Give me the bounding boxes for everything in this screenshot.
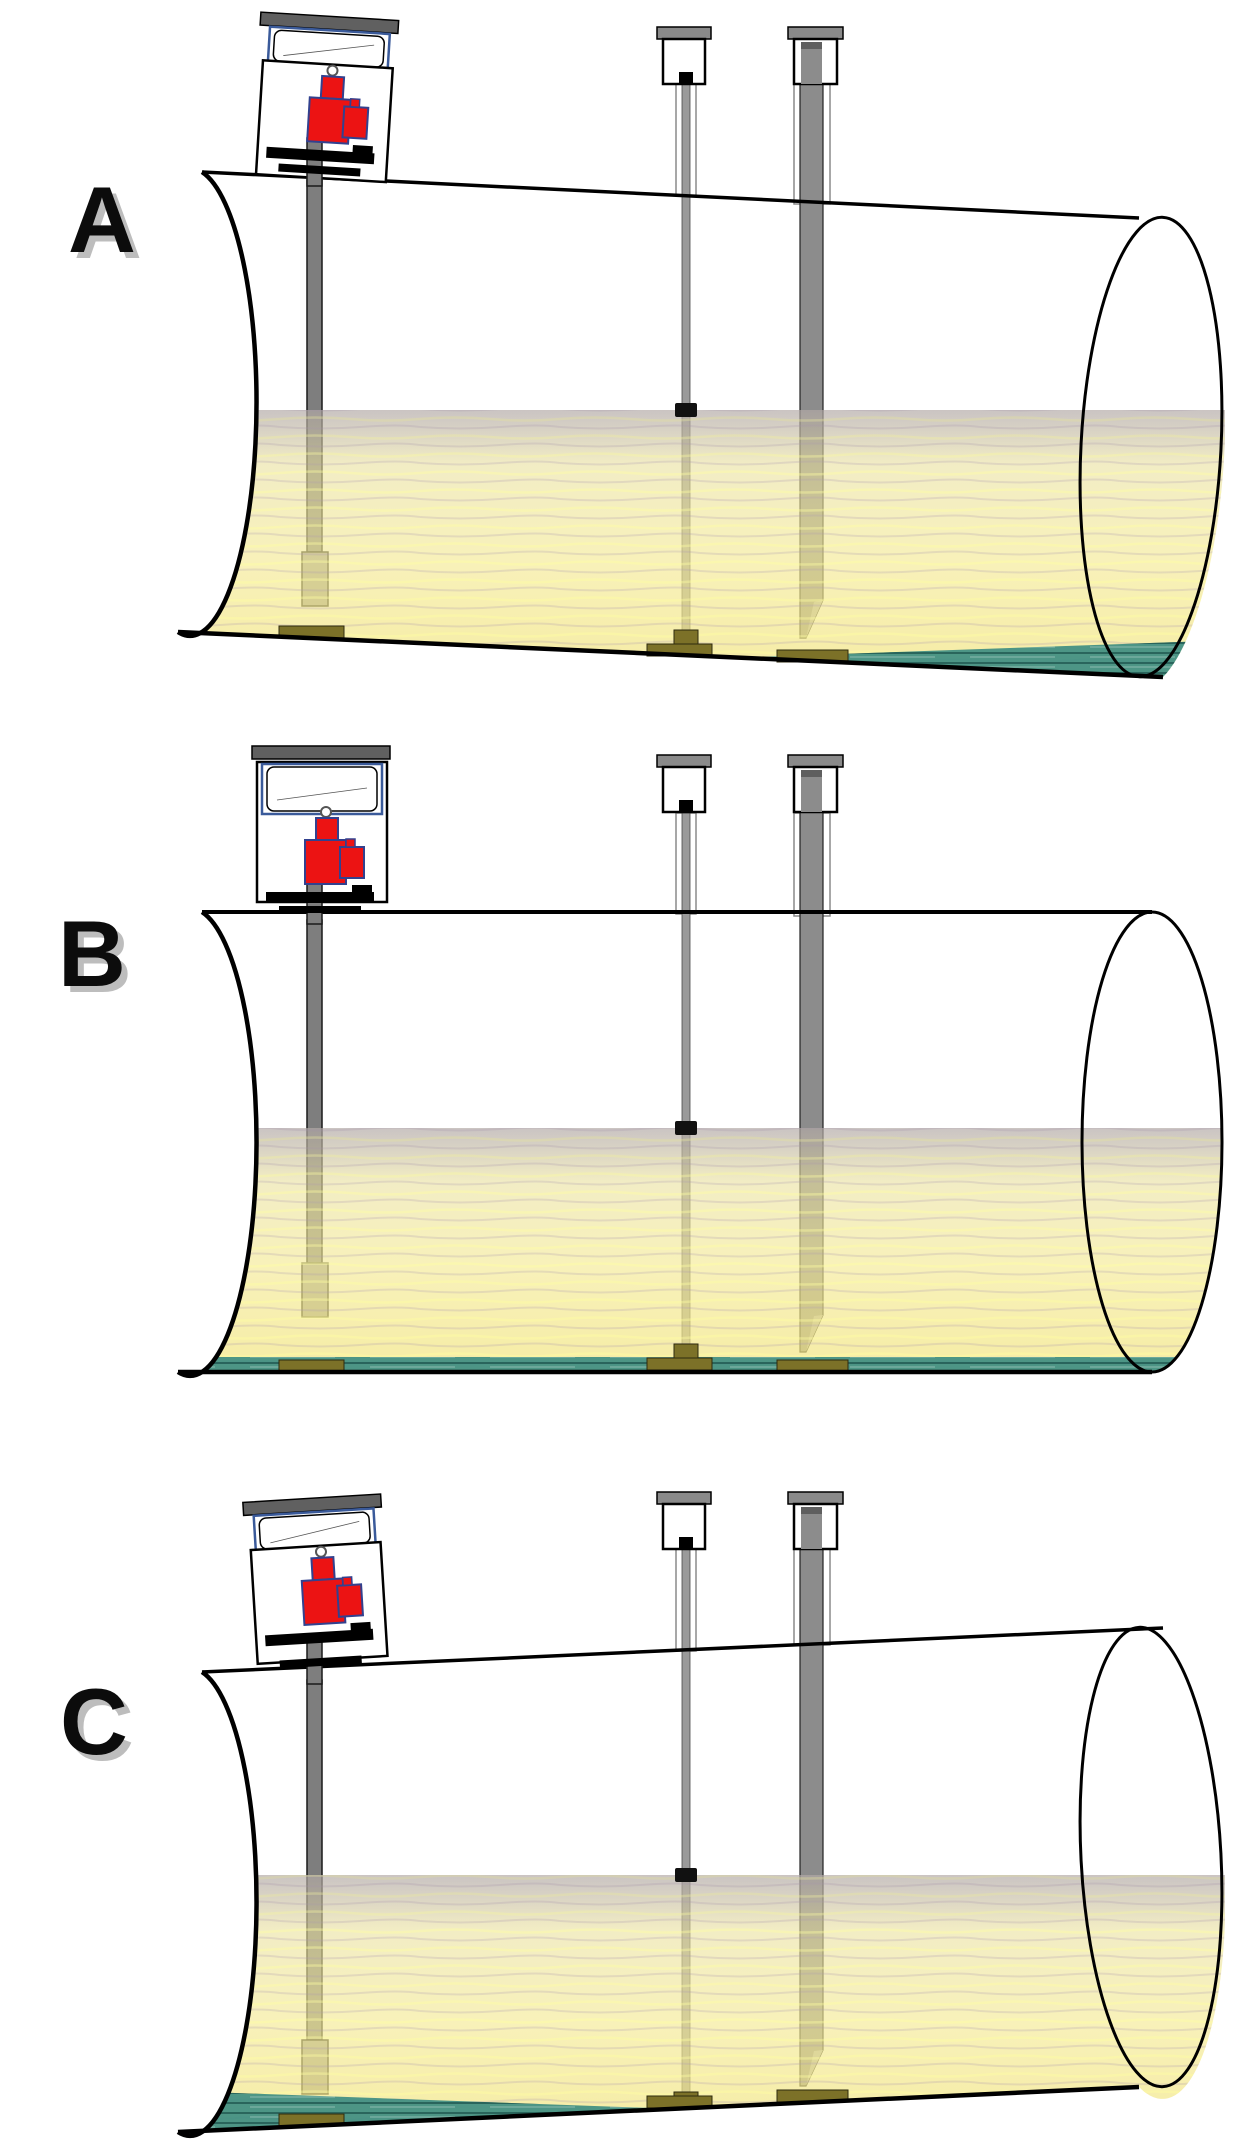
fill-cap-bar xyxy=(787,26,844,40)
tank-end-cap-ellipse xyxy=(1080,910,1224,1374)
probe-cap-nub xyxy=(679,72,693,84)
tank-left-rim xyxy=(176,910,259,1379)
tank-left-rim xyxy=(176,1670,259,2139)
probe-coupling xyxy=(675,1121,697,1135)
panel-label-a-shadow: A xyxy=(74,173,142,278)
panel-label-c-shadow: C xyxy=(66,1675,134,1780)
pump-motor-red xyxy=(300,1555,365,1626)
fill-tube-in-cap xyxy=(801,42,822,84)
panel-label-b-shadow: B xyxy=(64,907,132,1012)
pump-motor-nub xyxy=(341,1576,353,1587)
pump-motor-red xyxy=(304,817,365,885)
tank-bottom-edge xyxy=(177,2084,1140,2135)
tank-c-outline xyxy=(176,1625,1224,2139)
fuel-surface-band xyxy=(178,410,1225,465)
pump-flange-nub xyxy=(352,885,372,893)
vent-port-icon xyxy=(326,64,339,77)
tank-c-riser-caps xyxy=(656,1491,844,1551)
fill-tube-top-shade xyxy=(801,770,822,777)
fuel-surface-band xyxy=(178,1875,1225,1930)
pump-motor-nub xyxy=(349,97,361,109)
tank-bottom-edge xyxy=(177,629,1164,680)
tank-end-cap-ellipse xyxy=(1078,215,1224,679)
pump-motor-red xyxy=(306,74,370,145)
pump-flange-lower-bar xyxy=(279,906,361,913)
panel-label-b: B xyxy=(58,901,126,1006)
tank-c-bottom-fittings xyxy=(278,2089,849,2127)
pump-cover-crease xyxy=(283,44,375,56)
probe-cap-nub xyxy=(679,1537,693,1549)
pump-motor-top xyxy=(319,74,346,101)
fill-cap-bar xyxy=(787,1491,844,1505)
tank-panel-c: C C xyxy=(60,1491,1226,2139)
pump-flange-nub xyxy=(352,144,373,155)
panel-label-a: A xyxy=(68,167,136,272)
pump-lid-bar xyxy=(251,745,391,760)
pump-flange-nub xyxy=(350,1621,371,1632)
fuel-surface-band xyxy=(178,1128,1222,1183)
vent-port-icon xyxy=(320,806,332,818)
fill-tube-top-shade xyxy=(801,1507,822,1514)
panel-label-c: C xyxy=(60,1669,128,1774)
probe-cap-bar xyxy=(656,754,712,768)
tank-b-bottom-fittings xyxy=(278,1343,849,1373)
tank-a-riser-caps xyxy=(656,26,844,86)
pump-motor-and-flange xyxy=(266,64,375,177)
tank-end-cap-ellipse xyxy=(1078,1625,1224,2089)
probe-bottom-plate xyxy=(646,1357,713,1371)
tank-top-edge xyxy=(201,1626,1164,1674)
pump-pipe-upper xyxy=(306,137,323,187)
pump-flange-bar xyxy=(265,1628,374,1647)
pump-flange-lower-bar xyxy=(278,163,361,177)
probe-coupling xyxy=(675,403,697,417)
pump-motor-top xyxy=(310,1555,336,1582)
tank-b-riser-caps xyxy=(656,754,844,814)
pump-flange-bar xyxy=(266,892,374,903)
fill-tube-in-cap xyxy=(801,770,822,812)
pump-motor-side xyxy=(339,846,365,879)
pump-motor-and-flange xyxy=(265,1545,374,1669)
fill-tube-top-shade xyxy=(801,42,822,49)
pump-flange-bar xyxy=(266,146,375,165)
fill-tube-in-cap xyxy=(801,1507,822,1549)
tank-left-rim xyxy=(176,170,259,639)
pump-motor-side xyxy=(336,1583,365,1618)
pump-cover-crease xyxy=(276,787,368,801)
tank-a-liquid-group xyxy=(178,410,1226,677)
tank-a-bottom-fittings xyxy=(278,625,849,663)
probe-cap-box xyxy=(661,765,707,814)
pump-motor-top xyxy=(315,817,339,841)
tank-panel-b: B B xyxy=(58,745,1224,1379)
vent-port-icon xyxy=(315,1545,328,1558)
pump-flange-lower-bar xyxy=(279,1655,362,1669)
probe-cap-bar xyxy=(656,26,712,40)
pump-motor-side xyxy=(341,105,370,140)
tank-b-liquid-group xyxy=(178,1128,1222,1376)
probe-coupling xyxy=(675,1868,697,1882)
pump-motor-nub xyxy=(345,838,356,848)
pump-cover-crease xyxy=(270,1520,360,1544)
fill-cap-bar xyxy=(787,754,844,768)
tank-panel-a: A A xyxy=(68,11,1226,680)
pump-motor-and-flange xyxy=(266,806,374,913)
probe-cap-nub xyxy=(679,800,693,812)
probe-cap-bar xyxy=(656,1491,712,1505)
